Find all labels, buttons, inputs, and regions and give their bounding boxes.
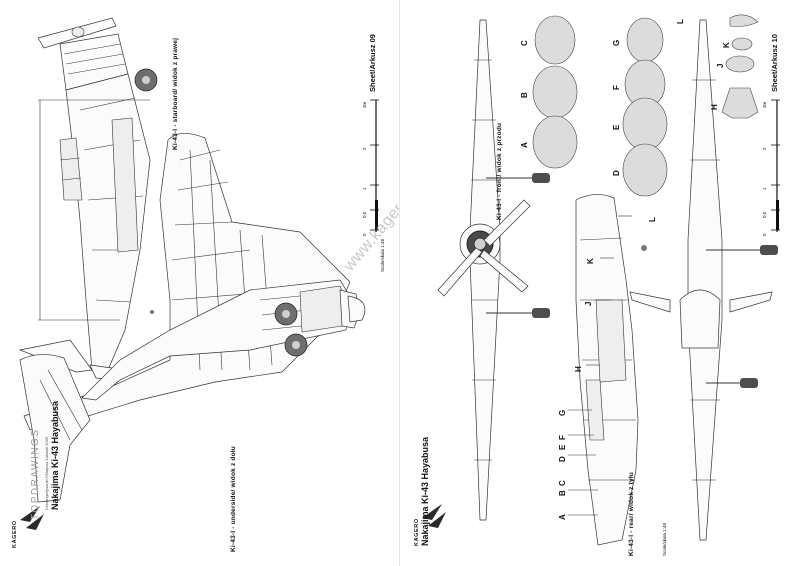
sheet-label: Sheet/Arkusz 09	[368, 34, 377, 92]
starboard-view-caption: Ki-43-I - starboard/ widok z prawej	[172, 37, 179, 150]
marker-k: K	[586, 258, 595, 264]
scale-tick: 3m	[762, 101, 767, 108]
scale-tick: 0,5	[362, 211, 367, 218]
kagero-logo-mark	[20, 506, 44, 530]
aircraft-title: Nakajima Ki-43 Hayabusa	[420, 436, 430, 546]
scale-tick: 3m	[362, 101, 367, 108]
marker-h: H	[574, 366, 583, 372]
section-label-c: C	[520, 40, 529, 46]
scale-tick: 0	[362, 233, 367, 236]
marker-g: G	[558, 409, 567, 416]
starboard-view-drawing	[18, 17, 158, 381]
section-label-k: K	[722, 42, 731, 48]
scale-label: Scale/skala 1:48	[662, 522, 667, 556]
marker-d: D	[558, 456, 567, 462]
marker-f: F	[558, 435, 567, 440]
sheet-09: www.kagero.pl Sheet/Arkusz 09 Ki-43-I - …	[12, 17, 400, 552]
section-label-h: H	[710, 104, 719, 110]
rear-view-caption: Ki-43-I - rear/ widok z tyłu	[628, 472, 635, 556]
scale-tick: 0,5	[762, 211, 767, 218]
scale-tick: 1	[362, 187, 367, 190]
aircraft-title: Nakajima Ki-43 Hayabusa	[50, 400, 60, 510]
marker-b: B	[558, 490, 567, 496]
section-label-j: J	[716, 63, 725, 68]
section-label-d: D	[612, 170, 621, 176]
marker-j: J	[584, 301, 593, 306]
section-label-a: A	[520, 142, 529, 148]
section-label-l: L	[676, 19, 685, 24]
sheet-09-drawings	[18, 17, 379, 530]
scale-label: Scale/skala 1:48	[380, 238, 385, 272]
brand-copyright: Drawings/rysunki ©Mariusz Łukasik 2009	[44, 436, 49, 510]
cross-sections	[532, 14, 759, 197]
marker-l: L	[648, 217, 657, 222]
scale-tick: 0	[762, 233, 767, 236]
fuselage-side-drawing	[568, 194, 647, 546]
kagero-logo-mark	[422, 504, 446, 528]
marker-c: C	[558, 480, 567, 486]
scale-tick: 1	[762, 187, 767, 190]
scale-tick: 2	[762, 147, 767, 150]
rear-view-drawing	[629, 19, 778, 541]
underside-view-caption: Ki-43-I - underside/ widok z dołu	[230, 446, 237, 552]
marker-e: E	[558, 444, 567, 450]
scale-tick: 2	[362, 147, 367, 150]
scale-bar-left	[370, 99, 379, 232]
scale-bar-right	[771, 99, 780, 232]
section-label-b: B	[520, 92, 529, 98]
underside-view-drawing	[19, 133, 366, 503]
sheet-10: A B C D E F G H J K L A B C D E F G H J …	[400, 0, 800, 566]
section-label-g: G	[612, 39, 621, 46]
section-label-e: E	[612, 124, 621, 130]
sheet-10-drawings	[422, 14, 780, 546]
page-divider	[399, 0, 400, 566]
front-view-drawing	[437, 19, 550, 521]
sheet-label: Sheet/Arkusz 10	[770, 34, 779, 92]
front-view-caption: Ki-43-I - front/ widok z przodu	[496, 122, 503, 220]
section-label-f: F	[612, 85, 621, 90]
logo-word: KAGERO	[12, 520, 18, 548]
brand-name: TOPDRAWINGS	[30, 428, 41, 520]
marker-a: A	[558, 514, 567, 520]
